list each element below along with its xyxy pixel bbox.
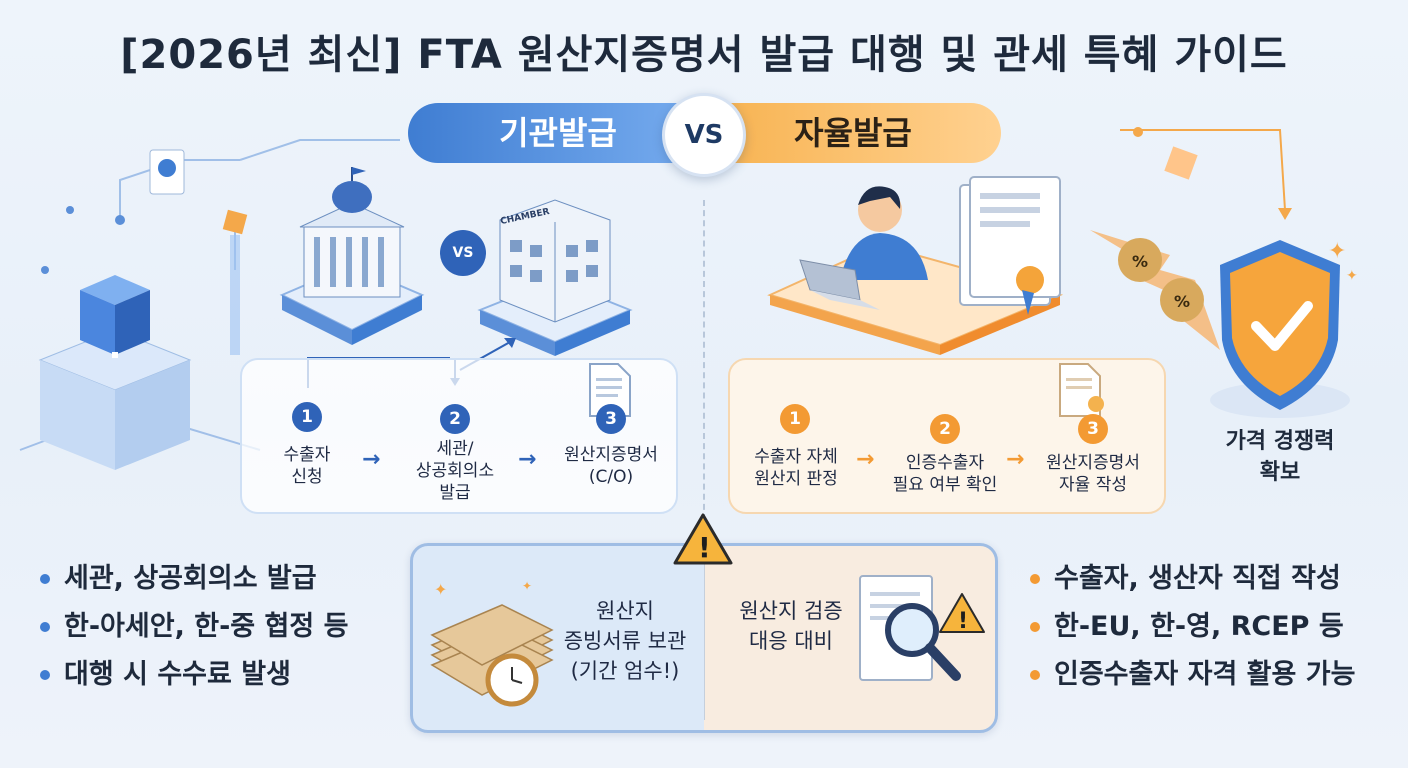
agency-bullet-list: 세관, 상공회의소 발급 한-아세안, 한-중 협정 등 대행 시 수수료 발생 xyxy=(40,555,348,699)
exporter-at-laptop-illustration xyxy=(767,176,1064,355)
list-item: 대행 시 수수료 발생 xyxy=(40,651,348,699)
arrow-right-icon: → xyxy=(518,447,537,472)
archived-documents-clock-icon: ✦ ✦ xyxy=(430,579,554,707)
step-number: 1 xyxy=(780,404,810,434)
price-competitiveness-illustration: % % ✦ ✦ xyxy=(1090,127,1358,418)
warning-triangle-icon: ! xyxy=(673,513,733,565)
records-retention-text: 원산지 증빙서류 보관 (기간 엄수!) xyxy=(563,599,687,683)
page-title: [2026년 최신] FTA 원산지증명서 발급 대행 및 관세 특혜 가이드 xyxy=(120,32,1288,78)
shield-label: 가격 경쟁력 확보 xyxy=(1225,429,1335,485)
self-bullet-list: 수출자, 생산자 직접 작성 한-EU, 한-영, RCEP 등 인증수출자 자… xyxy=(1030,555,1355,699)
agency-issuance-pill: 기관발급 xyxy=(408,103,708,163)
document-chart-icon xyxy=(149,149,185,195)
svg-text:✦: ✦ xyxy=(522,579,532,593)
list-item: 한-아세안, 한-중 협정 등 xyxy=(40,603,348,651)
shield-check-icon xyxy=(1210,240,1350,418)
svg-text:✦: ✦ xyxy=(434,580,447,599)
agency-step-1: 수출자 신청 xyxy=(283,445,331,487)
list-item: 수출자, 생산자 직접 작성 xyxy=(1030,555,1355,603)
step-number: 2 xyxy=(930,414,960,444)
svg-text:✦: ✦ xyxy=(1328,239,1346,264)
arrow-right-icon: → xyxy=(1006,447,1025,472)
arrow-right-icon: → xyxy=(362,447,381,472)
customs-building-icon xyxy=(279,167,425,345)
tech-background-illustration xyxy=(19,139,400,470)
money-bag-icon: % % xyxy=(1118,238,1204,322)
center-divider xyxy=(703,200,705,520)
verification-readiness-text: 원산지 검증 대응 대비 xyxy=(739,599,843,653)
agency-step-2: 세관/ 상공회의소 발급 xyxy=(415,439,495,503)
svg-text:%: % xyxy=(1174,292,1190,311)
certificate-document-icon xyxy=(959,176,1061,315)
self-step-1: 수출자 자체 원산지 판정 xyxy=(754,447,838,489)
vs-badge: VS xyxy=(662,93,746,177)
certified-document-icon xyxy=(1059,363,1104,417)
step-number: 3 xyxy=(596,404,626,434)
svg-text:%: % xyxy=(1132,252,1148,271)
arrow-right-icon: → xyxy=(856,447,875,472)
chamber-of-commerce-building-icon xyxy=(477,199,633,356)
svg-text:✦: ✦ xyxy=(1346,268,1358,284)
step-number: 2 xyxy=(440,404,470,434)
step-number: 3 xyxy=(1078,414,1108,444)
list-item: 인증수출자 자격 활용 가능 xyxy=(1030,651,1355,699)
vs-small-badge: VS xyxy=(440,230,486,276)
self-issuance-pill: 자율발급 xyxy=(705,103,1001,163)
magnifier-document-icon: ! xyxy=(859,575,985,681)
self-step-3: 원산지증명서 자율 작성 xyxy=(1046,453,1140,495)
list-item: 한-EU, 한-영, RCEP 등 xyxy=(1030,603,1355,651)
self-step-2: 인증수출자 필요 여부 확인 xyxy=(892,453,998,495)
warning-divider xyxy=(704,560,705,720)
svg-text:!: ! xyxy=(958,609,968,634)
svg-text:!: ! xyxy=(698,531,711,564)
list-item: 세관, 상공회의소 발급 xyxy=(40,555,348,603)
step-number: 1 xyxy=(292,402,322,432)
document-icon xyxy=(589,363,631,417)
agency-step-3: 원산지증명서 (C/O) xyxy=(564,445,658,487)
